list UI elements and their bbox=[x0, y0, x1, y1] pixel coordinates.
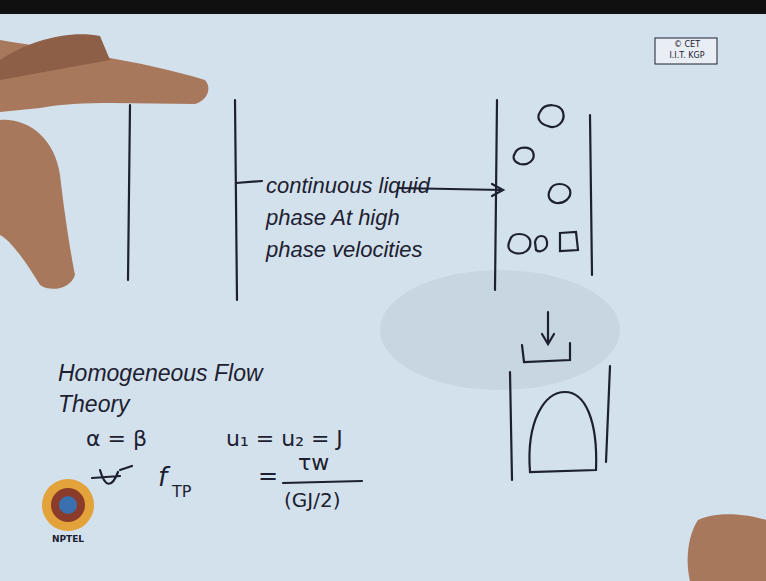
taylor-bubble bbox=[529, 392, 596, 472]
symbol: = bbox=[258, 462, 278, 490]
pipe-wall bbox=[235, 100, 237, 300]
leader-line bbox=[236, 181, 262, 183]
ink bbox=[92, 100, 610, 484]
logo-text: I.I.T. KGP bbox=[669, 51, 704, 60]
bubble bbox=[514, 148, 534, 165]
arrow-head bbox=[542, 334, 554, 344]
pipe-wall bbox=[495, 100, 497, 290]
shadow bbox=[380, 270, 620, 390]
heading-text: Homogeneous Flow Theory bbox=[58, 360, 263, 417]
heading-text: Homogeneous Flow Theory bbox=[58, 358, 278, 420]
symbol: τw bbox=[298, 450, 329, 476]
logo-text: NPTEL bbox=[52, 534, 84, 544]
equation: α = β bbox=[86, 426, 147, 452]
symbol: τw bbox=[298, 450, 329, 475]
symbol: = bbox=[258, 462, 278, 491]
equation: u₁ = u₂ = J bbox=[226, 426, 343, 452]
logo-text: NPTEL bbox=[44, 534, 92, 545]
bubble bbox=[508, 234, 530, 253]
logo-box bbox=[655, 38, 717, 64]
hand bbox=[0, 34, 766, 581]
symbol: (GJ/2) bbox=[284, 488, 340, 512]
logo-text: I.I.T. KGP bbox=[659, 51, 715, 61]
pipe-wall bbox=[510, 372, 512, 480]
bubble bbox=[538, 105, 563, 127]
arrow-head bbox=[492, 184, 503, 196]
bubble bbox=[535, 236, 547, 251]
logo-text: © CET bbox=[674, 40, 700, 49]
nptel-logo bbox=[42, 479, 94, 531]
logo-text: © CET bbox=[659, 40, 715, 50]
arrow bbox=[547, 312, 549, 343]
subscript: TP bbox=[172, 482, 191, 501]
pipe-wall bbox=[606, 366, 610, 462]
pipe-wall bbox=[590, 115, 592, 275]
equation: α = β bbox=[86, 426, 147, 451]
top-border bbox=[0, 0, 766, 14]
note-text: continuous liquid phase At high phase ve… bbox=[266, 170, 441, 266]
bubble bbox=[549, 184, 571, 203]
slug-nose bbox=[522, 343, 570, 362]
subscript: TP bbox=[172, 482, 191, 501]
scribble bbox=[92, 466, 132, 484]
note-text: continuous liquid phase At high phase ve… bbox=[266, 173, 430, 262]
equation: u₁ = u₂ = J bbox=[226, 426, 343, 451]
symbol: f bbox=[158, 462, 167, 492]
bubble bbox=[560, 232, 578, 251]
symbol: (GJ/2) bbox=[284, 488, 340, 512]
pipe-wall bbox=[128, 105, 130, 280]
fraction-bar bbox=[283, 481, 362, 483]
symbol: f bbox=[158, 462, 167, 493]
